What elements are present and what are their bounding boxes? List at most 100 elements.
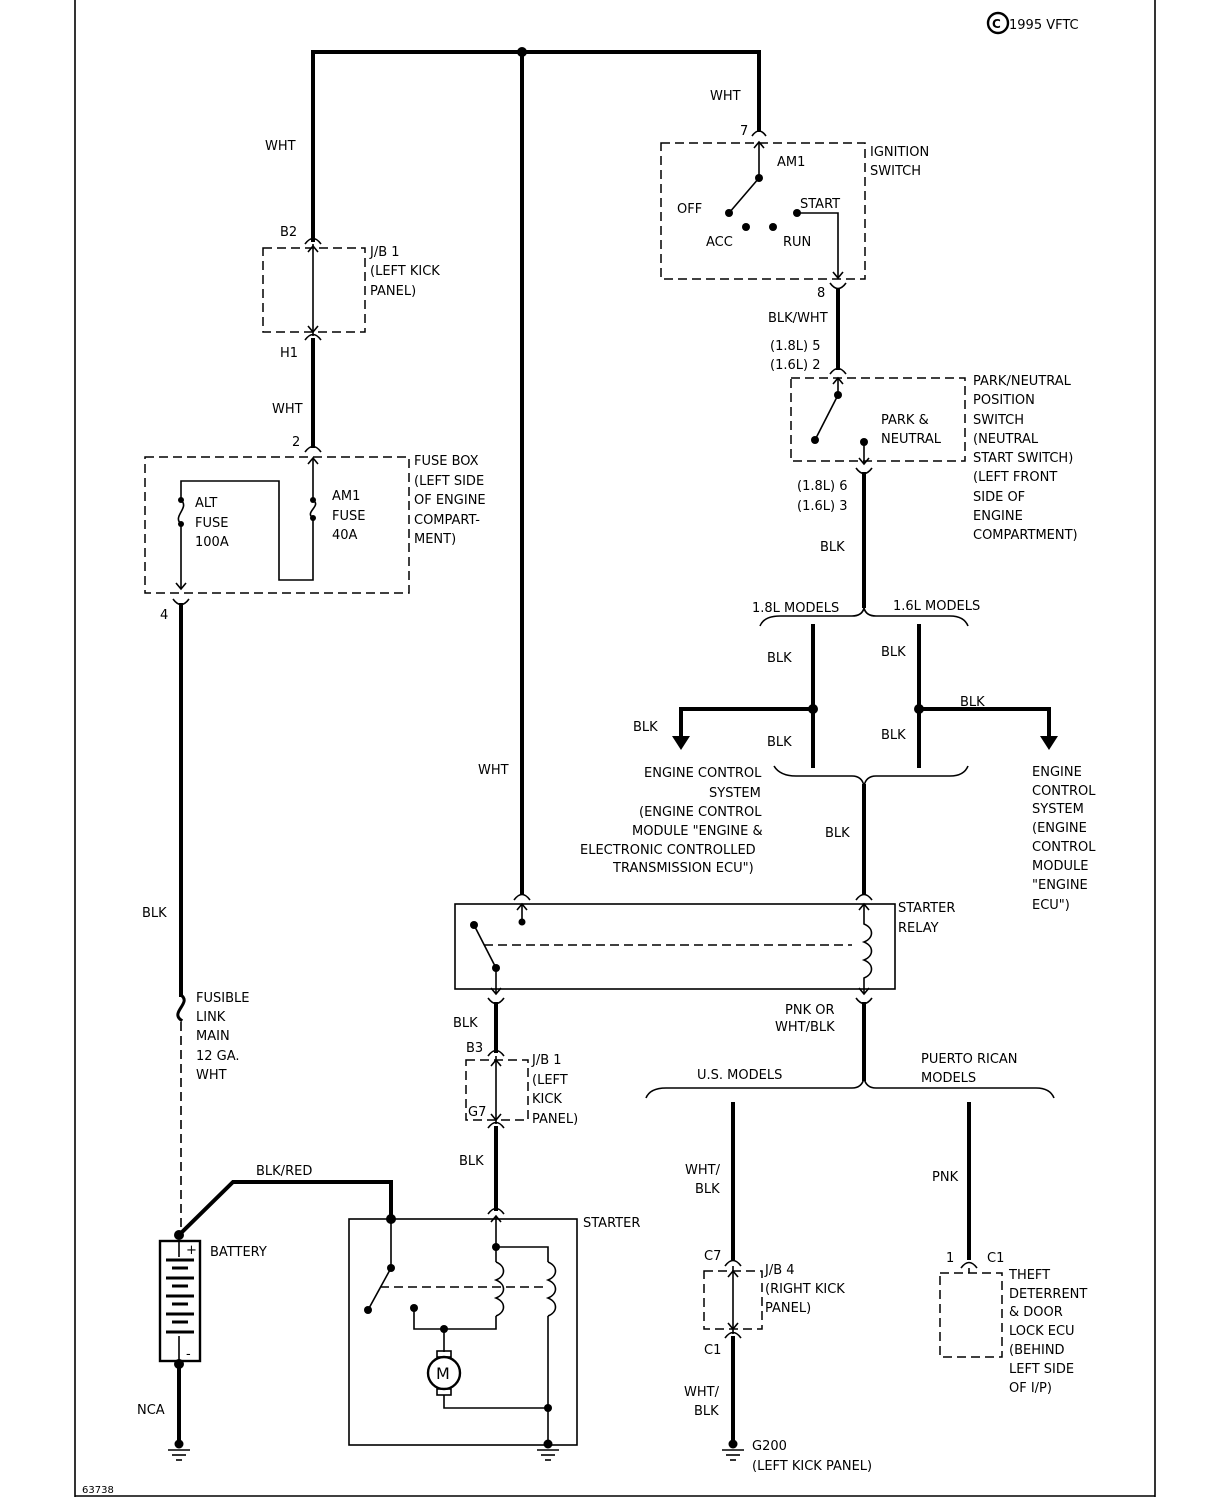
jb4-junction-block	[703, 1259, 763, 1339]
model-split-upper	[759, 607, 969, 627]
pn-switch-label-9: COMPARTMENT)	[973, 528, 1078, 543]
pr-models-label-2: MODELS	[921, 1071, 976, 1086]
battery	[158, 1230, 202, 1369]
jb1-mid-label-2: (LEFT	[532, 1073, 568, 1088]
ecs-left-label-1: ENGINE CONTROL	[644, 766, 762, 781]
models-16-label: 1.6L MODELS	[893, 599, 980, 614]
ign-start-label: START	[800, 197, 840, 212]
copyright-symbol: C	[992, 17, 1001, 31]
g200-label-2: (LEFT KICK PANEL)	[752, 1459, 872, 1474]
wire-label-wht-blk-us-1: WHT/	[685, 1163, 721, 1178]
pin-fuse-4: 4	[160, 608, 168, 623]
fuse-box-label-4: COMPART-	[414, 513, 480, 528]
pin-c1-jb4: C1	[704, 1343, 721, 1358]
wire-label-blk-to-relay: BLK	[825, 826, 850, 841]
ecs-right-label-4: (ENGINE	[1032, 821, 1087, 836]
pin-h1: H1	[280, 346, 298, 361]
battery-ground-icon	[168, 1439, 190, 1461]
copyright-mark: C 1995 VFTC	[986, 11, 1079, 35]
park-neutral-label-2: NEUTRAL	[881, 432, 942, 447]
wire-label-blk-16-lower: BLK	[881, 728, 906, 743]
theft-label-2: DETERRENT	[1009, 1287, 1087, 1302]
wire-label-wht-blk-us-2: BLK	[695, 1182, 720, 1197]
ecs-right-label-6: MODULE	[1032, 859, 1088, 874]
wire-label-blk-left-main: BLK	[142, 906, 167, 921]
pn-switch-label-6: (LEFT FRONT	[973, 470, 1057, 485]
jb1-top-label-1: J/B 1	[369, 245, 400, 260]
g200-ground-icon	[722, 1439, 744, 1461]
ign-am1-label: AM1	[777, 155, 805, 170]
wire-label-blk-to-starter: BLK	[459, 1154, 484, 1169]
wire-label-nca: NCA	[137, 1403, 165, 1418]
theft-label-6: LEFT SIDE	[1009, 1362, 1074, 1377]
ecs-left-label-4: MODULE "ENGINE &	[632, 824, 763, 839]
wire-label-blk-pn-out: BLK	[820, 540, 845, 555]
theft-deterrent-ecu	[939, 1261, 1003, 1358]
ignition-switch	[660, 140, 866, 290]
fuse-box-label-1: FUSE BOX	[414, 454, 479, 469]
theft-label-3: & DOOR	[1009, 1305, 1063, 1320]
fusible-link-label-4: 12 GA.	[196, 1049, 240, 1064]
pin-ign-8: 8	[817, 286, 825, 301]
pin-pn-16-in: (1.6L) 2	[770, 358, 820, 373]
pin-td-c1: C1	[987, 1251, 1004, 1266]
am1-fuse-label-2: FUSE	[332, 509, 365, 524]
wire-label-wht-mid-left: WHT	[272, 402, 303, 417]
jb4-label-2: (RIGHT KICK	[765, 1282, 845, 1297]
fuse-box-label-5: MENT)	[414, 532, 456, 547]
jb1-mid-junction-block	[465, 1049, 529, 1129]
ecs-right-label-7: "ENGINE	[1032, 878, 1088, 893]
fuse-box	[144, 445, 410, 606]
alt-fuse-label-2: FUSE	[195, 516, 228, 531]
pr-models-label-1: PUERTO RICAN	[921, 1052, 1018, 1067]
figure-id: 63738	[82, 1485, 114, 1496]
pin-td-1: 1	[946, 1251, 954, 1266]
park-neutral-label-1: PARK &	[881, 413, 929, 428]
copyright-text: 1995 VFTC	[1009, 18, 1079, 33]
pin-g7: G7	[468, 1105, 486, 1120]
pin-pn-18-in: (1.8L) 5	[770, 339, 820, 354]
jb1-top-label-3: PANEL)	[370, 284, 416, 299]
wire-label-wht-long: WHT	[478, 763, 509, 778]
fusible-link-label-2: LINK	[196, 1010, 226, 1025]
ecs-left-label-3: (ENGINE CONTROL	[639, 805, 762, 820]
ecm-left-arrow-icon	[672, 707, 815, 750]
top-wht-bus	[311, 47, 767, 895]
jb1-top-label-2: (LEFT KICK	[370, 264, 440, 279]
us-models-label: U.S. MODELS	[697, 1068, 782, 1083]
wire-label-pnk-or: PNK OR	[785, 1003, 835, 1018]
pin-fuse-2: 2	[292, 435, 300, 450]
wire-label-blk-wht: BLK/WHT	[768, 311, 828, 326]
ecs-right-label-2: CONTROL	[1032, 784, 1096, 799]
wire-label-blk-relay-out: BLK	[453, 1016, 478, 1031]
model-split-us-pr	[645, 1077, 1055, 1099]
motor-label: M	[436, 1364, 450, 1383]
ecs-left-label-5: ELECTRONIC CONTROLLED	[580, 843, 756, 858]
theft-label-4: LOCK ECU	[1009, 1324, 1075, 1339]
jb1-mid-label-3: KICK	[532, 1092, 562, 1107]
wire-label-blk-red: BLK/RED	[256, 1164, 312, 1179]
ecs-right-label-3: SYSTEM	[1032, 802, 1084, 817]
pn-switch-label-5: START SWITCH)	[973, 451, 1073, 466]
wire-label-blk-ecm-right: BLK	[960, 695, 985, 710]
ecs-left-label-2: SYSTEM	[709, 786, 761, 801]
ignition-switch-label-2: SWITCH	[870, 164, 921, 179]
ecs-left-label-6: TRANSMISSION ECU")	[612, 861, 754, 876]
page-frame	[74, 0, 1156, 1497]
theft-label-7: OF I/P)	[1009, 1381, 1052, 1396]
jb1-top-junction-block	[262, 237, 366, 341]
ignition-switch-label-1: IGNITION	[870, 145, 929, 160]
pin-pn-18-out: (1.8L) 6	[797, 479, 847, 494]
am1-fuse-label-1: AM1	[332, 489, 360, 504]
g200-label-1: G200	[752, 1439, 787, 1454]
battery-plus: +	[186, 1243, 197, 1258]
jb1-mid-label-1: J/B 1	[531, 1053, 562, 1068]
pin-c7: C7	[704, 1249, 721, 1264]
alt-fuse-label-3: 100A	[195, 535, 229, 550]
ign-run-label: RUN	[783, 235, 811, 250]
ecs-right-label-5: CONTROL	[1032, 840, 1096, 855]
fusible-link-label-1: FUSIBLE	[196, 991, 249, 1006]
starter	[348, 1207, 578, 1461]
wire-label-blk-ecm-left: BLK	[633, 720, 658, 735]
